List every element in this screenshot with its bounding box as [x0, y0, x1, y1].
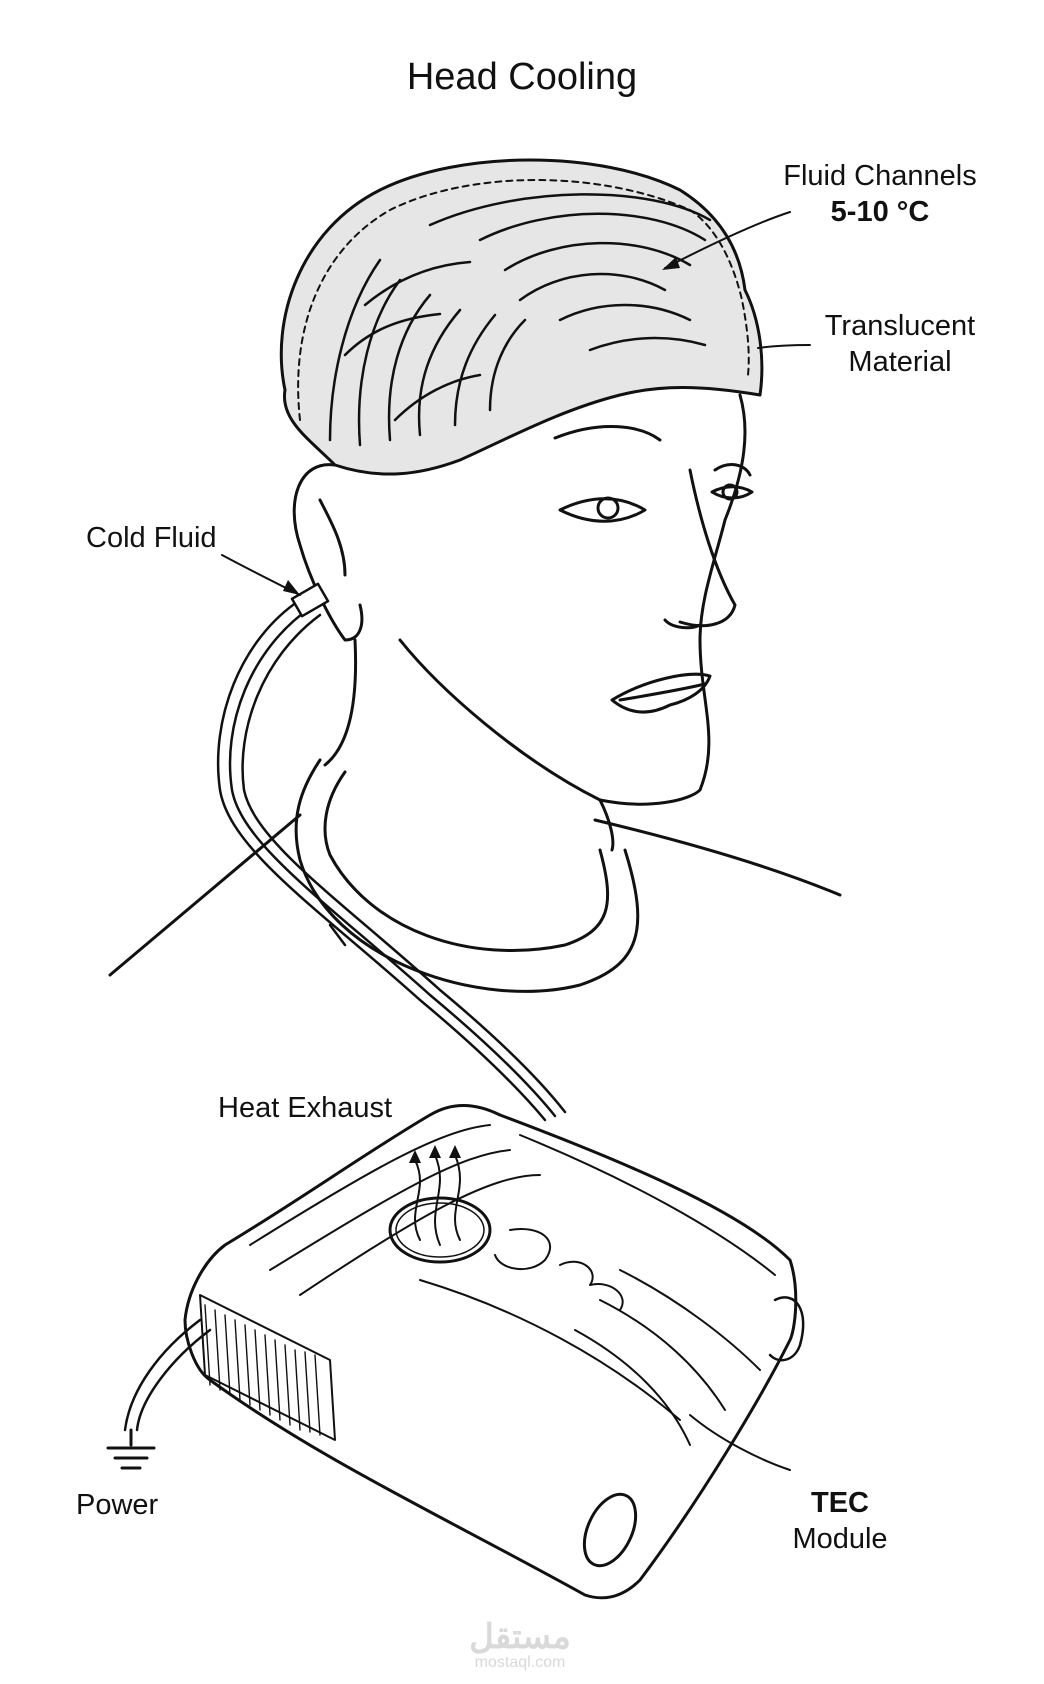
- material-text: Material: [848, 346, 952, 378]
- cooling-cap: [279, 158, 764, 476]
- fluid-tubes: [216, 582, 567, 1122]
- watermark-logo: مستقل: [469, 1618, 571, 1656]
- power-cable: [123, 1318, 212, 1432]
- tec-text: TEC: [811, 1487, 869, 1519]
- neck-outline: [323, 638, 615, 852]
- leader-arrowheads: [283, 257, 680, 595]
- translucent-material-label: Translucent Material: [810, 308, 990, 380]
- watermark: مستقل mostaql.com: [440, 1620, 600, 1672]
- tec-module: [183, 1104, 805, 1600]
- tec-module-label: TEC Module: [770, 1485, 910, 1557]
- watermark-site: mostaql.com: [474, 1654, 566, 1671]
- ground-symbol: [106, 1428, 156, 1470]
- fluid-channels-text: Fluid Channels: [783, 160, 977, 192]
- module-text: Module: [792, 1523, 888, 1555]
- diagram-title: Head Cooling: [406, 56, 638, 98]
- fluid-channels-label: Fluid Channels 5-10 °C: [770, 158, 990, 230]
- face-outline: [398, 393, 754, 806]
- heat-exhaust-label: Heat Exhaust: [218, 1092, 393, 1124]
- torso-outline: [108, 758, 842, 993]
- ear-outline: [292, 463, 364, 642]
- fluid-temp-text: 5-10 °C: [830, 196, 930, 228]
- power-label: Power: [76, 1489, 159, 1521]
- translucent-text: Translucent: [824, 310, 976, 342]
- cold-fluid-label: Cold Fluid: [86, 522, 217, 554]
